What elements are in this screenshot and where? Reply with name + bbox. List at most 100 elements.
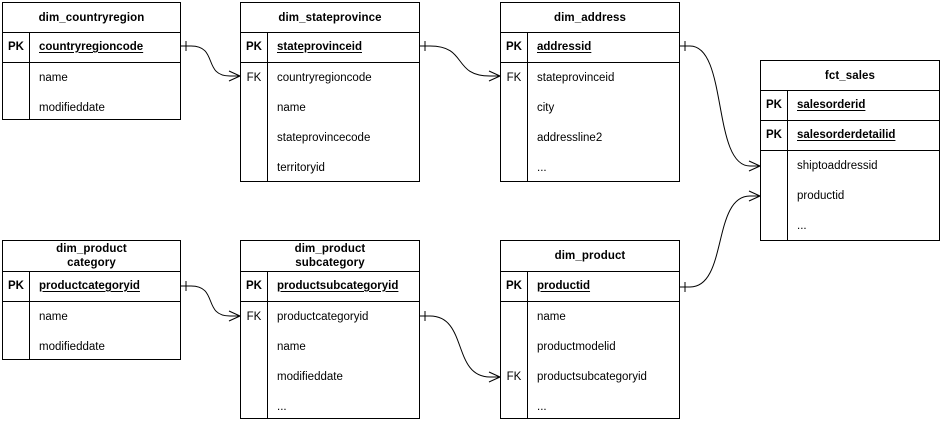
key-tag: PK xyxy=(501,33,528,62)
key-tag: PK xyxy=(3,33,30,62)
attribute-row: shiptoaddressid xyxy=(797,160,878,172)
key-field-name: salesorderdetailid xyxy=(797,128,896,141)
attribute-list: name productmodelid productsubcategoryid..… xyxy=(528,302,679,418)
relationship-line xyxy=(190,45,231,77)
relationship-line xyxy=(429,315,491,378)
key-tag: PK xyxy=(761,121,788,150)
key-field-name: stateprovinceid xyxy=(277,40,362,53)
attribute-list: shiptoaddressid productid... xyxy=(788,151,939,240)
entity-key-row: PK salesorderid xyxy=(761,91,939,121)
attribute-gutter xyxy=(761,151,788,240)
attribute-row: name xyxy=(39,72,68,84)
crow-foot-lower xyxy=(488,376,501,383)
key-tag: PK xyxy=(761,91,788,120)
key-field-name: productcategoryid xyxy=(39,279,140,292)
key-tag: PK xyxy=(241,33,268,62)
entity-title: dim_countryregion xyxy=(3,3,180,33)
foreign-key-tag: FK xyxy=(246,311,262,323)
key-tag: PK xyxy=(241,272,268,301)
attribute-row: name xyxy=(277,341,306,353)
attribute-row: productcategoryid xyxy=(277,311,369,323)
attribute-gutter: FK xyxy=(501,63,528,181)
attribute-row: city xyxy=(537,102,555,114)
entity-title: dim_stateprovince xyxy=(241,3,419,33)
entity-attributes: FK countryregioncode name stateprovincecode… xyxy=(241,63,419,181)
attribute-row: modifieddate xyxy=(277,371,343,383)
entity-key-row: PK productid xyxy=(501,272,679,302)
attribute-row: stateprovincecode xyxy=(277,132,371,144)
entity-attributes: name modifieddate xyxy=(3,302,180,359)
attribute-row: productmodelid xyxy=(537,341,616,353)
entity-key-row: PK salesorderdetailid xyxy=(761,121,939,151)
relationship-line xyxy=(689,195,751,288)
relationship-address-to-sales[interactable] xyxy=(680,41,761,172)
key-tag: PK xyxy=(501,272,528,301)
foreign-key-tag: FK xyxy=(506,371,522,383)
crow-foot-upper xyxy=(488,371,501,378)
relationship-subcategory-to-product[interactable] xyxy=(420,311,501,383)
attribute-row: modifieddate xyxy=(39,341,105,353)
key-field-name: productid xyxy=(537,279,591,292)
attribute-gutter: FK xyxy=(501,302,528,418)
key-field-name: salesorderid xyxy=(797,98,866,111)
attribute-row: name xyxy=(537,311,566,323)
entity-key-row: PK productsubcategoryid xyxy=(241,272,419,302)
foreign-key-tag: FK xyxy=(506,72,522,84)
entity-title: dim_product xyxy=(501,241,679,272)
crow-foot-upper xyxy=(488,70,501,77)
attribute-row: addressline2 xyxy=(537,132,603,144)
attribute-list: productcategoryid name modifieddate... xyxy=(268,302,419,418)
crow-foot-upper xyxy=(748,160,761,167)
entity-title: fct_sales xyxy=(761,61,939,91)
crow-foot-lower xyxy=(748,195,761,202)
attribute-gutter xyxy=(3,302,30,359)
relationship-countryregion-to-stateprovince[interactable] xyxy=(181,41,241,82)
attribute-row: name xyxy=(277,102,306,114)
relationship-product-to-sales[interactable] xyxy=(680,190,761,292)
relationship-line xyxy=(689,45,751,167)
relationship-productcategory-to-subcategory[interactable] xyxy=(181,281,241,322)
crow-foot-lower xyxy=(228,75,241,82)
foreign-key-tag: FK xyxy=(246,72,262,84)
attribute-row: ... xyxy=(797,220,807,232)
entity-attributes: shiptoaddressid productid... xyxy=(761,151,939,240)
crow-foot-lower xyxy=(488,75,501,82)
attribute-gutter: FK xyxy=(241,63,268,181)
crow-foot-lower xyxy=(228,315,241,322)
entity-attributes: FK productcategoryid name modifieddate... xyxy=(241,302,419,418)
attribute-row: productid xyxy=(797,190,845,202)
entity-key-row: PK stateprovinceid xyxy=(241,33,419,63)
crow-foot-upper xyxy=(228,70,241,77)
key-field-name: countryregioncode xyxy=(39,40,144,53)
key-tag: PK xyxy=(3,272,30,301)
entity-key-row: PK productcategoryid xyxy=(3,272,180,302)
key-field-name: productsubcategoryid xyxy=(277,279,399,292)
relationship-stateprovince-to-address[interactable] xyxy=(420,41,501,82)
attribute-row: ... xyxy=(537,162,547,174)
attribute-row: name xyxy=(39,311,68,323)
entity-title: dim_address xyxy=(501,3,679,33)
crow-foot-upper xyxy=(228,310,241,317)
attribute-row: productsubcategoryid xyxy=(537,371,647,383)
relationship-line xyxy=(429,45,491,77)
relationship-line xyxy=(190,285,231,317)
attribute-row: ... xyxy=(277,401,287,413)
attribute-row: ... xyxy=(537,401,547,413)
attribute-row: countryregioncode xyxy=(277,72,372,84)
crow-foot-lower xyxy=(748,165,761,172)
